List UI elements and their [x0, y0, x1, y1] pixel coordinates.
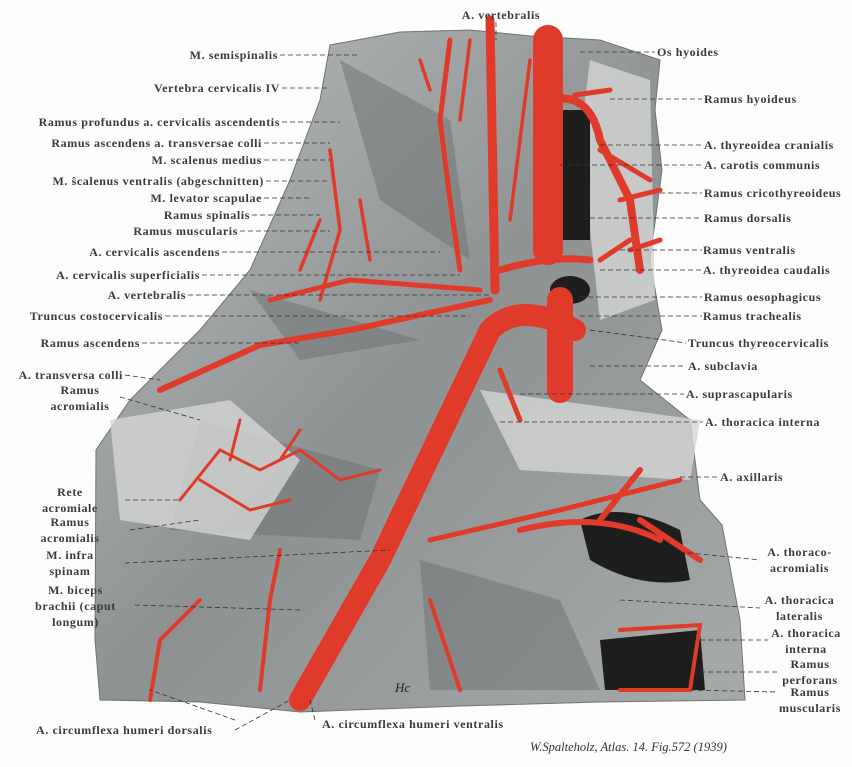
label-right: Ramus dorsalis [704, 211, 792, 225]
label-right: Ramus oesophagicus [704, 290, 822, 304]
label-right: Ramus trachealis [703, 309, 802, 323]
label-left: M. semispinalis [189, 48, 278, 62]
label-a-thoracoacromialis: A. thoraco-acromialis [767, 545, 832, 575]
label-right: Ramus cricothyreoideus [704, 186, 842, 200]
label-right: Os hyoides [657, 45, 719, 59]
label-left: M. levator scapulae [150, 191, 262, 205]
label-right: A. suprascapularis [686, 387, 793, 401]
label-circumflexa-ventralis: A. circumflexa humeri ventralis [322, 717, 504, 731]
leader-lines [119, 22, 779, 731]
label-right: A. thyreoidea caudalis [703, 263, 831, 277]
label-left: Ramus profundus a. cervicalis ascendenti… [38, 115, 280, 129]
label-right: A. carotis communis [704, 158, 821, 172]
label-right: Truncus thyreocervicalis [688, 336, 829, 350]
label-left: M. ŝcalenus ventralis (abgeschnitten) [52, 174, 264, 188]
label-right: A. thyreoidea cranialis [704, 138, 834, 152]
label-right: Ramus hyoideus [704, 92, 797, 106]
artist-signature: Hc [394, 680, 410, 695]
dark-openings [550, 110, 705, 690]
label-left: M. scalenus medius [151, 153, 262, 167]
label-a-vertebralis-top: A. vertebralis [461, 8, 541, 22]
label-left: A. vertebralis [107, 288, 186, 302]
label-left: Truncus costocervicalis [29, 309, 163, 323]
label-left: Ramus muscularis [133, 224, 238, 238]
label-left: Ramus ascendens [40, 336, 140, 350]
figure-credit: W.Spalteholz, Atlas. 14. Fig.572 (1939) [530, 740, 727, 754]
label-right: Ramus ventralis [703, 243, 796, 257]
label-left: A. cervicalis ascendens [89, 245, 220, 259]
label-left: Ramus spinalis [163, 208, 250, 222]
label-right: A. subclavia [688, 359, 758, 373]
label-left: A. transversa colli [18, 368, 123, 382]
label-right: A. thoracica interna [705, 415, 820, 429]
label-circumflexa-dorsalis: A. circumflexa humeri dorsalis [36, 723, 213, 737]
label-left: Ramus ascendens a. transversae colli [51, 136, 262, 150]
label-left: Vertebra cervicalis IV [153, 81, 280, 95]
label-right: A. axillaris [720, 470, 784, 484]
label-left: A. cervicalis superficialis [56, 268, 200, 282]
